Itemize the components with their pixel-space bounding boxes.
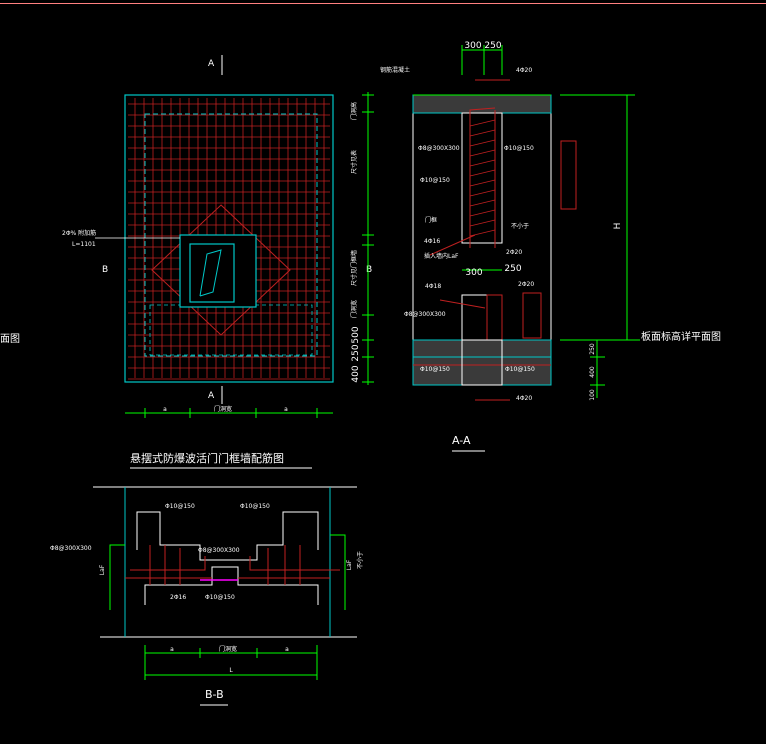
aa-dim-mid-0: 300	[465, 268, 482, 278]
aa-label-15: 4Φ20	[516, 395, 532, 402]
aa-dim-right-2: 400	[589, 366, 596, 378]
aa-dim-right-0: H	[613, 223, 623, 230]
bb-label-5: LaF	[346, 559, 353, 570]
aa-top-dim-ticks	[461, 45, 503, 75]
plan-marker-a-bottom: A	[208, 391, 215, 401]
aa-upper-wall	[461, 112, 503, 244]
aa-stirrup	[469, 139, 496, 147]
aa-label-4: Φ10@150	[420, 177, 450, 184]
aa-label-13: Φ10@150	[420, 366, 450, 373]
aa-door-leaf-section	[522, 292, 542, 339]
plan-dim-right-0: 门洞高	[350, 102, 358, 120]
bb-label-6: 不小于	[356, 551, 364, 569]
plan-dim-right-3: 门洞宽	[350, 300, 358, 318]
plan-dim-right-5: 250	[351, 344, 361, 361]
aa-dim-top-0: 300	[464, 41, 481, 51]
aa-label-2: Φ8@300X300	[418, 145, 460, 152]
plan-bottom-dim-ticks	[144, 408, 318, 418]
aa-right-dim-ticks	[560, 94, 640, 386]
aa-dim-right-3: 100	[589, 389, 596, 401]
plan-right-dim-ticks	[362, 94, 374, 383]
aa-stirrup	[469, 119, 496, 127]
aa-label-8: 不小于	[511, 222, 529, 230]
aa-upper-stirrups	[469, 119, 496, 237]
bb-heading: 悬摆式防爆波活门门框墙配筋图	[130, 451, 284, 465]
aa-dim-right-1: 250	[589, 343, 596, 355]
aa-label-12: Φ8@300X300	[404, 311, 446, 318]
plan-dim-right-4: 500	[351, 326, 361, 343]
aa-lower-wall	[461, 294, 503, 341]
aa-label-7: 插入墙内LaF	[424, 252, 459, 260]
plan-view: A A B B 2Φ% 附加筋 L=1101 面图 门洞高 尺寸见表 尺寸见门框…	[0, 55, 374, 418]
plan-dim-right-2: 尺寸见门框墙	[350, 250, 358, 286]
aa-stirrup	[469, 159, 496, 167]
bb-label-4: LaF	[99, 564, 106, 575]
plan-outer-frame	[124, 94, 334, 383]
bb-dim-bottom-1: 门洞宽	[219, 645, 237, 653]
bb-rebar-lines	[125, 545, 340, 585]
plan-leader-label-2: L=1101	[72, 241, 96, 248]
plan-dim-right-6: 400	[351, 365, 361, 382]
aa-label-9: 2Φ20	[506, 249, 522, 256]
bb-right-anchor	[330, 534, 346, 610]
aa-stirrup	[469, 179, 496, 187]
bb-dim-bottom-0: a	[170, 646, 174, 653]
aa-floor-label: 板面标高详平面图	[641, 330, 721, 343]
aa-bottom-wall	[461, 339, 503, 386]
plan-diagonal-bars	[151, 204, 291, 336]
aa-label-11: 2Φ20	[518, 281, 534, 288]
aa-title: A-A	[452, 434, 471, 447]
plan-dim-right-1: 尺寸见表	[350, 150, 358, 174]
plan-marker-b-right: B	[366, 265, 372, 275]
aa-dim-mid-1: 250	[504, 264, 521, 274]
aa-label-1: 4Φ20	[516, 67, 532, 74]
aa-top-slab	[412, 94, 552, 114]
aa-label-0: 钢筋混凝土	[380, 66, 410, 74]
plan-dim-bottom-0: a	[163, 406, 167, 413]
bb-title: B-B	[205, 688, 224, 701]
aa-side-element	[560, 140, 577, 210]
aa-rebar-lines	[429, 79, 510, 401]
aa-stirrup	[469, 169, 496, 177]
bb-dim-bottom-2: a	[285, 646, 289, 653]
plan-marker-a-top: A	[208, 59, 215, 69]
aa-label-3: Φ10@150	[504, 145, 534, 152]
aa-stirrup	[469, 209, 496, 217]
bb-dim-ticks	[144, 645, 318, 680]
bb-label-7: 2Φ16	[170, 594, 186, 601]
section-bb: 悬摆式防爆波活门门框墙配筋图 Φ10@150 Φ10@150 Φ8@300X30…	[50, 451, 364, 706]
aa-label-10: 4Φ18	[425, 283, 441, 290]
aa-dim-top-1: 250	[484, 41, 501, 51]
aa-label-14: Φ10@150	[505, 366, 535, 373]
aa-label-6: 4Φ16	[424, 238, 440, 245]
aa-label-5: 门框	[425, 216, 437, 224]
plan-left-side-title: 面图	[0, 333, 20, 345]
bb-label-1: Φ10@150	[240, 503, 270, 510]
bb-dim-total: L	[229, 667, 233, 674]
bb-label-3: Φ8@300X300	[198, 547, 240, 554]
plan-marker-b-left: B	[102, 265, 108, 275]
aa-stirrup	[469, 219, 496, 227]
plan-dim-bottom-2: a	[284, 406, 288, 413]
plan-door-leaf	[199, 249, 222, 297]
plan-dim-bottom-1: 门洞宽	[214, 405, 232, 413]
bb-lower-outline	[144, 566, 319, 605]
aa-stirrup	[469, 149, 496, 157]
plan-dashed-inner	[144, 113, 318, 357]
aa-lower-wall-bars	[486, 294, 503, 341]
bb-left-anchor	[109, 544, 125, 610]
bb-label-2: Φ8@300X300	[50, 545, 92, 552]
aa-stirrup	[469, 189, 496, 197]
bb-door-frame-outline	[136, 511, 319, 561]
aa-stirrup	[469, 129, 496, 137]
bb-label-0: Φ10@150	[165, 503, 195, 510]
aa-stirrup	[469, 199, 496, 207]
plan-leader-label-1: 2Φ% 附加筋	[62, 229, 96, 237]
bb-label-8: Φ10@150	[205, 594, 235, 601]
section-aa: 300 250 300 250	[380, 41, 721, 452]
aa-bottom-slab	[412, 339, 552, 386]
